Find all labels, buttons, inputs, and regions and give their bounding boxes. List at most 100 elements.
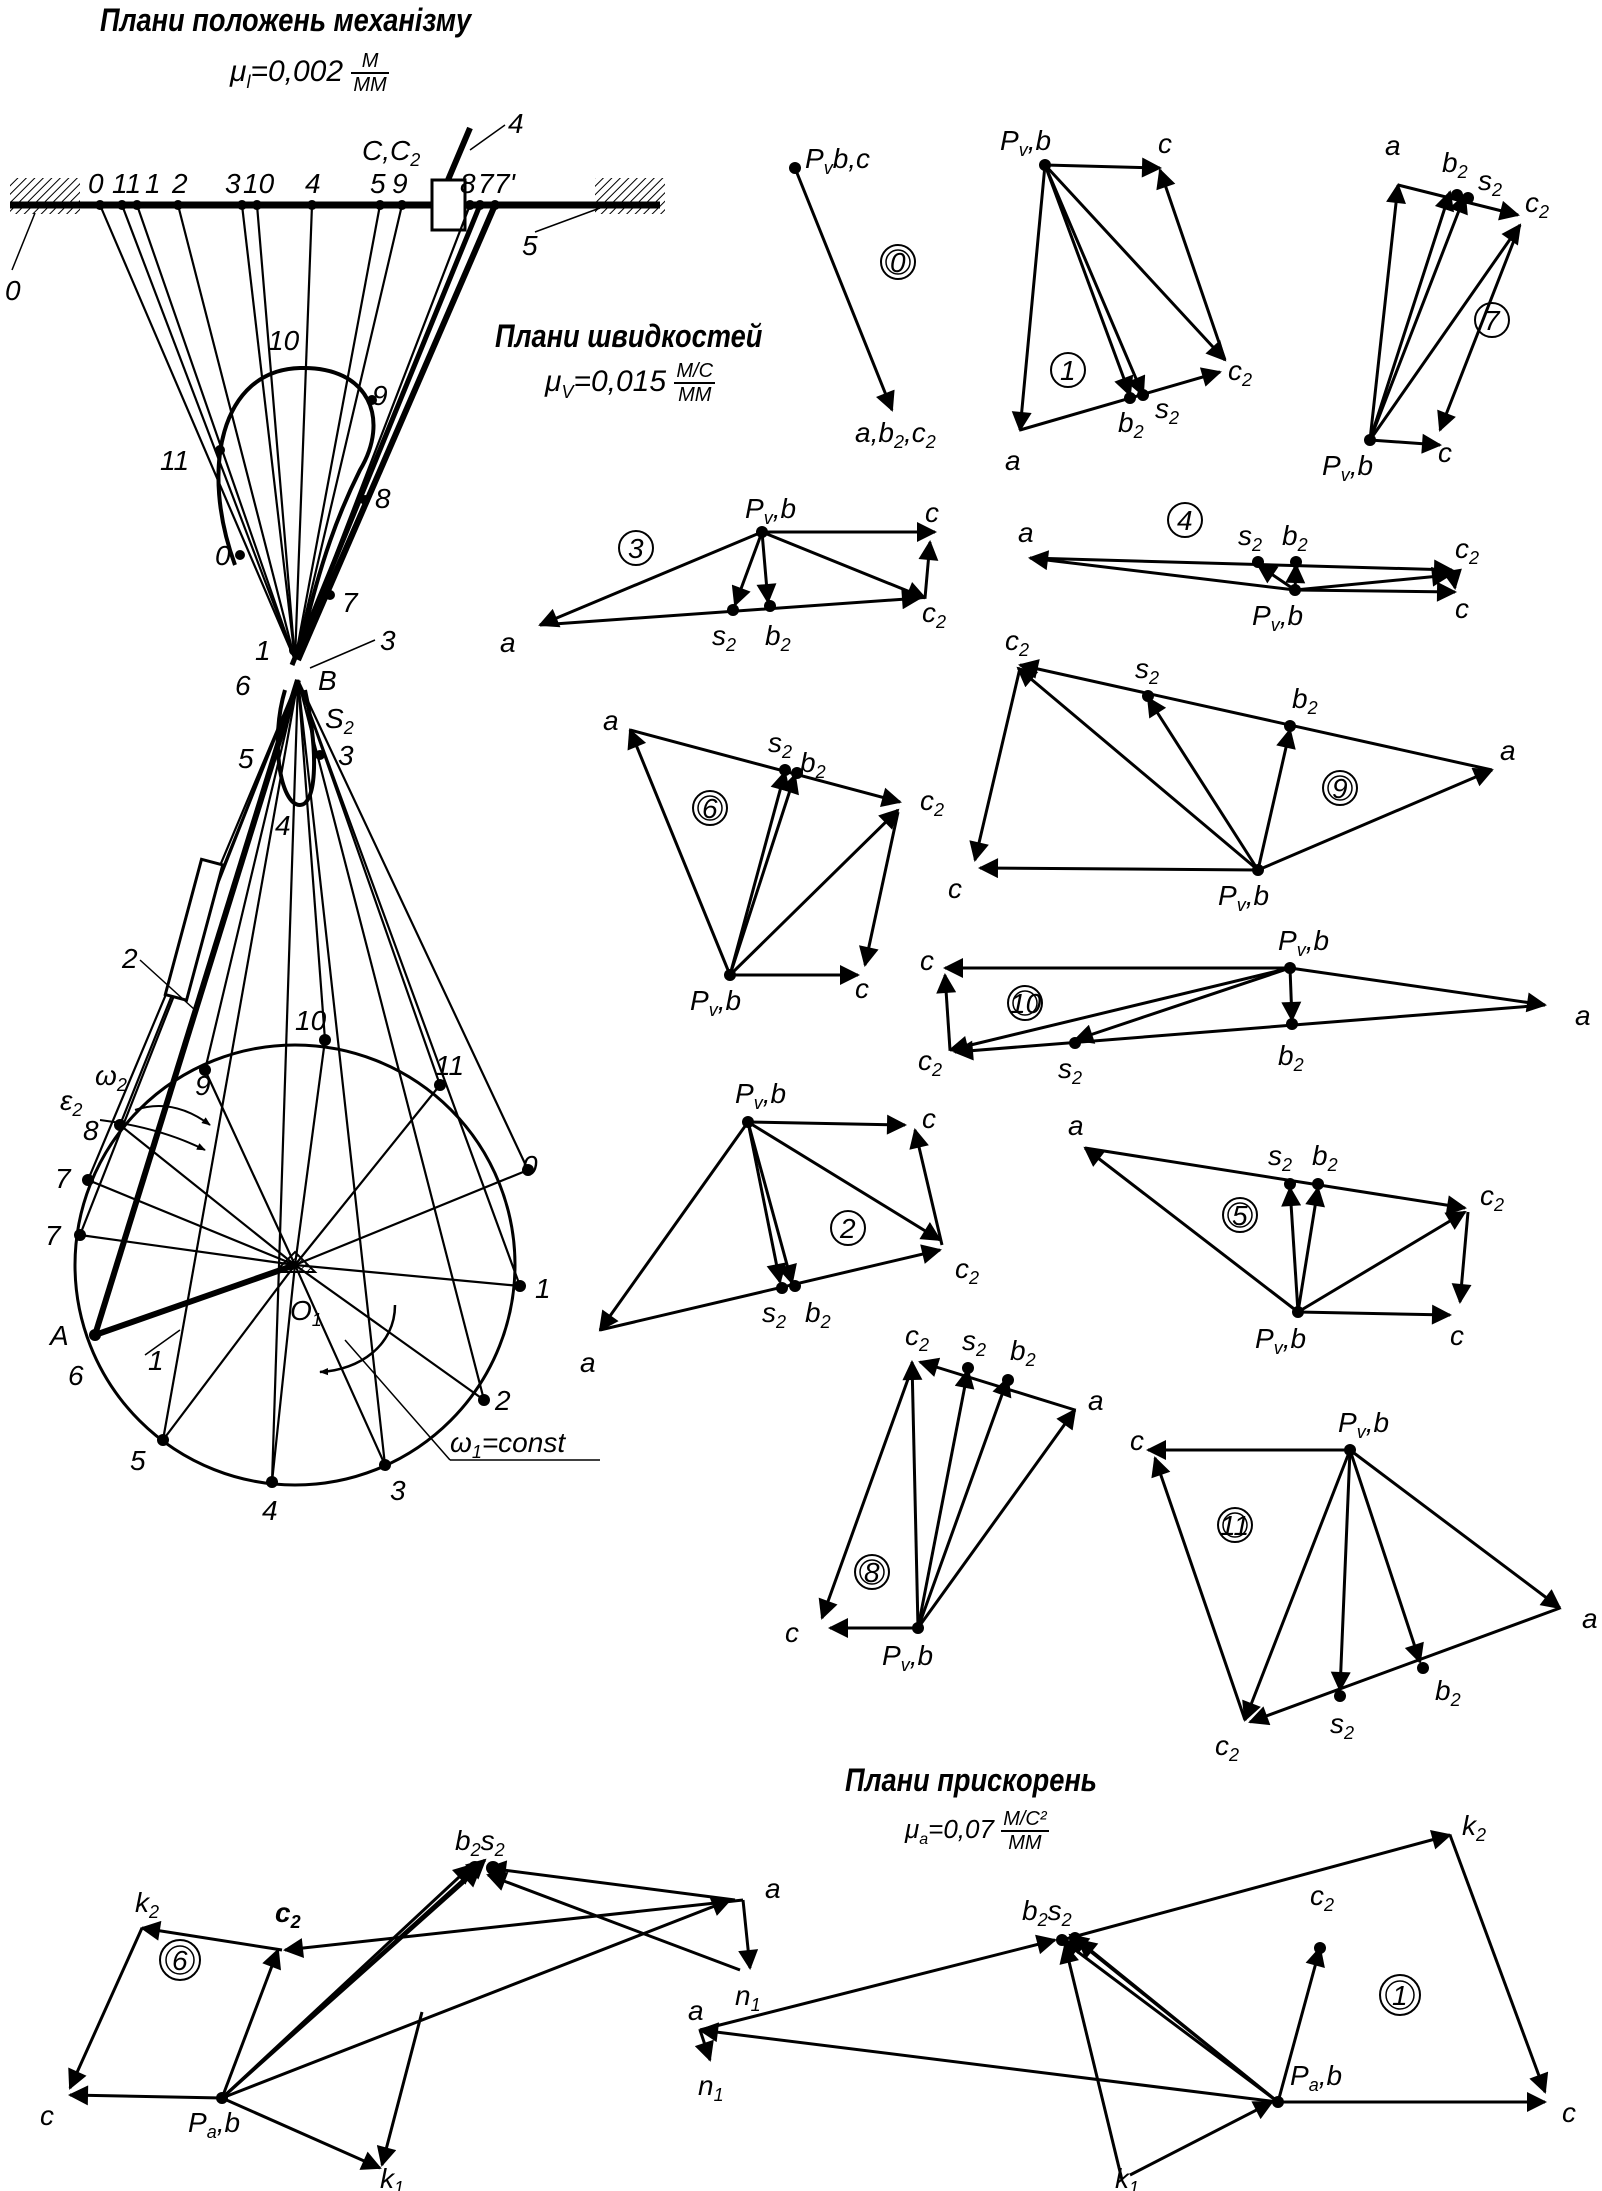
accelerations-title: Плани прискорень (845, 1762, 1097, 1798)
svg-text:s2: s2 (768, 727, 792, 762)
svg-text:c: c (1450, 1320, 1464, 1351)
slider-label-4: 4 (305, 168, 321, 199)
svg-text:Pv,b: Pv,b (690, 985, 741, 1020)
omega1-leader (344, 1339, 451, 1461)
svg-text:c2: c2 (1455, 533, 1479, 568)
eps2-arc (99, 1119, 206, 1151)
svg-text:9: 9 (1332, 773, 1348, 804)
rocker-thick-1 (295, 203, 498, 662)
svg-text:s2: s2 (1135, 653, 1159, 688)
svg-text:11: 11 (1220, 1510, 1249, 1541)
svg-text:b2: b2 (1435, 1675, 1461, 1710)
velocity-plans: Pvb,c a,b2,c2 0 1 Pv,b c (500, 125, 1598, 1765)
link-label-2: 2 (121, 943, 138, 974)
svg-text:c2: c2 (918, 1045, 942, 1080)
svg-text:c: c (40, 2100, 54, 2131)
positions-title: Плани положень механізму (100, 2, 472, 38)
svg-text:k2: k2 (135, 1887, 159, 1922)
velocity-plan-10: 10 c Pv,b a c2 s2 b2 (918, 925, 1591, 1088)
svg-text:b2: b2 (1278, 1040, 1304, 1075)
svg-text:Pv,b: Pv,b (882, 1640, 933, 1675)
svg-text:c2: c2 (1480, 1180, 1504, 1215)
crank-label-7b: 7 (45, 1220, 62, 1251)
svg-text:Pv,b: Pv,b (735, 1078, 786, 1113)
svg-text:s2: s2 (962, 1325, 986, 1360)
velocities-title: Плани швидкостей (495, 318, 763, 354)
svg-text:Pv,b: Pv,b (1218, 880, 1269, 915)
svg-text:c: c (948, 873, 962, 904)
svg-text:a: a (1582, 1603, 1598, 1634)
rocker-label-4: 4 (275, 810, 291, 841)
svg-text:c: c (1455, 593, 1469, 624)
rocker-thick-2 (289, 204, 483, 666)
crank-label-4: 4 (262, 1495, 278, 1526)
svg-text:Pa,b: Pa,b (1290, 2060, 1342, 2095)
slider-label-10: 10 (243, 168, 275, 199)
omega2-arc (134, 1104, 211, 1126)
velocity-plan-9: 9 c2 s2 b2 a c Pv,b (948, 625, 1516, 915)
svg-text:s2: s2 (1330, 1708, 1354, 1743)
rocker-label-11: 11 (160, 445, 189, 476)
velocity-plan-1: 1 Pv,b c c2 a b2 s2 (1000, 125, 1252, 476)
crank-label-3: 3 (390, 1475, 406, 1506)
svg-text:s2: s2 (1155, 393, 1179, 428)
svg-text:2: 2 (839, 1213, 856, 1244)
svg-text:c2: c2 (1228, 355, 1252, 390)
acceleration-plan-6: 6 k2 c2 b2s2 a n1 c Pa,b k1 (40, 1825, 781, 2191)
crank-label-10: 10 (295, 1005, 327, 1036)
svg-text:Pv,b: Pv,b (1338, 1407, 1389, 1442)
svg-text:s2: s2 (762, 1297, 786, 1332)
svg-text:n1: n1 (735, 1980, 761, 2015)
omega1-label: ω1=const (450, 1427, 566, 1462)
velocity-plan-5: 5 a s2 b2 c2 c Pv,b (1068, 1110, 1504, 1358)
slider-label-1: 1 (145, 168, 161, 199)
slider-label-8: 8 (460, 168, 476, 199)
velocity-plan-4: 4 a s2 b2 c2 c Pv,b (1018, 502, 1479, 635)
mechanism-drawing (10, 126, 665, 1488)
svg-text:c: c (1158, 128, 1172, 159)
slider-label-11: 11 (112, 168, 141, 199)
svg-text:s2: s2 (1058, 1053, 1082, 1088)
crank-label-6: 6 (68, 1360, 84, 1391)
velocity-plan-0: Pvb,c a,b2,c2 0 (789, 143, 936, 452)
svg-text:c: c (1130, 1425, 1144, 1456)
svg-text:a: a (1500, 735, 1516, 766)
svg-text:Pv,b: Pv,b (1278, 925, 1329, 960)
svg-text:s2: s2 (1478, 165, 1502, 200)
crank-label-2: 2 (494, 1385, 511, 1416)
svg-text:6: 6 (702, 793, 718, 824)
svg-text:b2: b2 (1312, 1140, 1338, 1175)
link-label-1: 1 (148, 1345, 164, 1376)
svg-text:b2s2: b2s2 (1022, 1895, 1072, 1930)
rocker-label-3-top: 3 (380, 625, 396, 656)
rocker-label-10: 10 (268, 325, 300, 356)
svg-text:c: c (920, 945, 934, 976)
svg-text:a: a (688, 1995, 704, 2026)
svg-text:5: 5 (1232, 1200, 1248, 1231)
rocker-label-9: 9 (372, 380, 388, 411)
rocker-label-8: 8 (375, 483, 391, 514)
svg-text:b2: b2 (1292, 683, 1318, 718)
rocker-label-7: 7 (342, 587, 359, 618)
omega2-label: ω2 (95, 1060, 127, 1095)
svg-text:c: c (922, 1103, 936, 1134)
acceleration-plan-1: 1 k2 c2 b2s2 a n1 c Pa,b k1 (688, 1810, 1576, 2191)
svg-text:c: c (855, 973, 869, 1004)
slider-label-3: 3 (225, 168, 241, 199)
svg-text:a: a (1088, 1385, 1104, 1416)
svg-text:Pv,b: Pv,b (1255, 1323, 1306, 1358)
svg-text:a: a (1005, 445, 1021, 476)
svg-text:6: 6 (172, 1945, 188, 1976)
crank-label-1: 1 (535, 1273, 551, 1304)
link-label-4: 4 (508, 108, 524, 139)
point-s2-label: S2 (325, 703, 354, 738)
svg-text:b2: b2 (765, 620, 791, 655)
